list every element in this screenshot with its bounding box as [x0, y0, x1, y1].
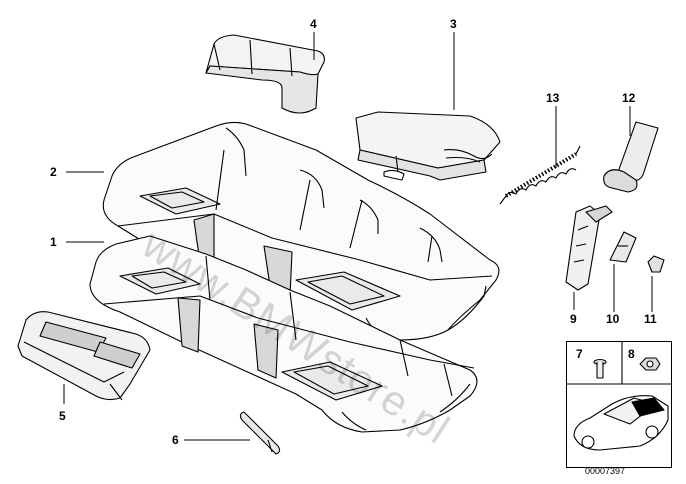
part-9-latch-bracket: [565, 205, 613, 291]
callout-1: 1: [50, 235, 57, 249]
part-10-retaining-clip: [609, 231, 637, 263]
callout-7: 7: [576, 347, 583, 361]
callout-12: 12: [622, 91, 636, 105]
part-12-release-strap: [603, 121, 659, 193]
callout-13: 13: [546, 91, 560, 105]
callout-8: 8: [628, 347, 635, 361]
part-4-headrest-cushion: [205, 34, 325, 114]
leader-lines: [63, 32, 653, 441]
part-5-seat-base-pan: [17, 311, 151, 401]
part-1-seat-cushion: [89, 235, 478, 433]
callout-11: 11: [644, 312, 657, 326]
document-number: 00007397: [585, 466, 626, 476]
callout-2: 2: [50, 165, 57, 179]
callout-6: 6: [172, 433, 179, 447]
part-11-clip-nut: [647, 255, 665, 273]
part-3-center-armrest: [355, 111, 501, 181]
part-8-hex-nut: [639, 357, 661, 371]
vehicle-location-sketch: [573, 395, 669, 451]
part-7-expanding-rivet: [593, 358, 607, 379]
inset-frame: [566, 341, 672, 468]
callout-10: 10: [606, 312, 620, 326]
part-13-tension-spring: [499, 145, 581, 205]
inset-detail: [566, 341, 672, 451]
callout-9: 9: [570, 312, 577, 326]
callout-4: 4: [310, 17, 317, 31]
part-6-locating-pin: [239, 411, 281, 455]
callout-3: 3: [450, 17, 457, 31]
callout-5: 5: [59, 409, 66, 423]
